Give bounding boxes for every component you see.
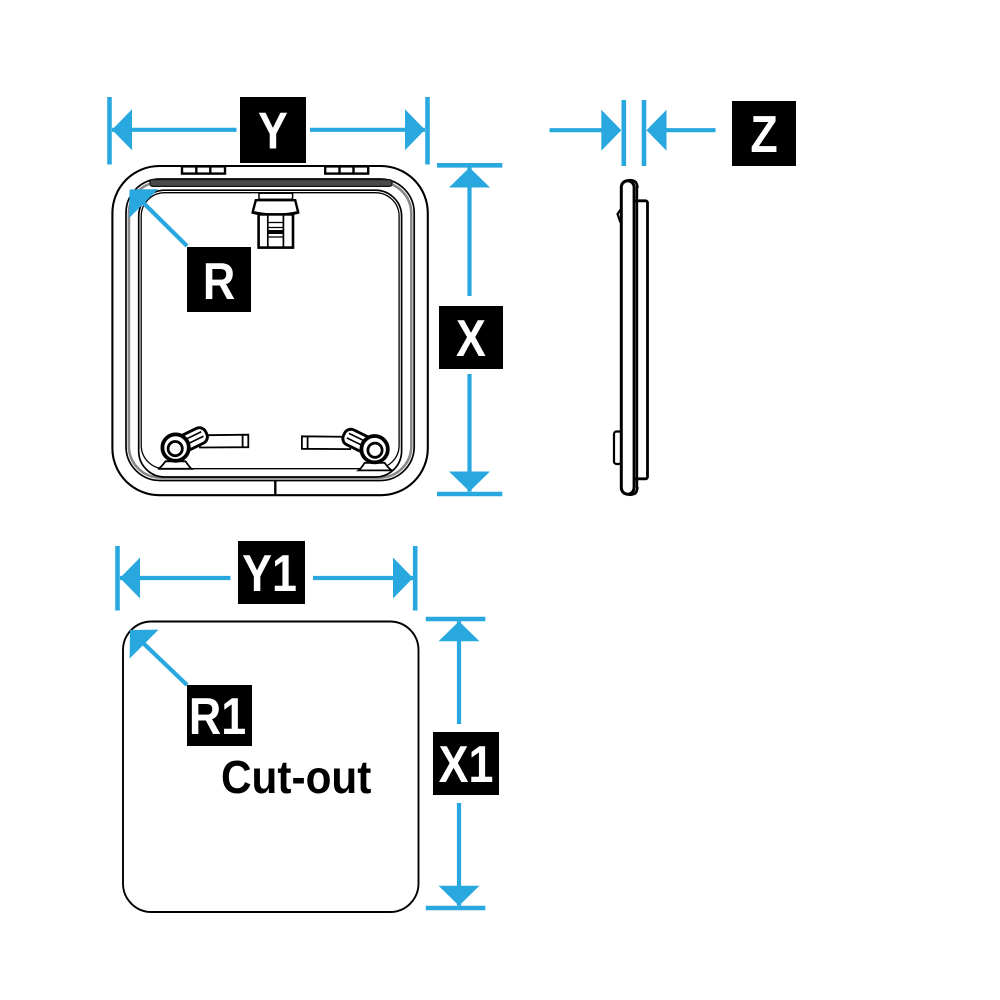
svg-text:R: R xyxy=(203,253,235,311)
svg-text:Y1: Y1 xyxy=(242,545,297,603)
svg-text:R1: R1 xyxy=(189,688,246,746)
svg-text:Cut-out: Cut-out xyxy=(221,752,372,803)
svg-text:X: X xyxy=(456,310,486,368)
svg-text:Y: Y xyxy=(258,103,288,161)
svg-text:Z: Z xyxy=(750,106,777,164)
svg-text:X1: X1 xyxy=(439,736,494,794)
